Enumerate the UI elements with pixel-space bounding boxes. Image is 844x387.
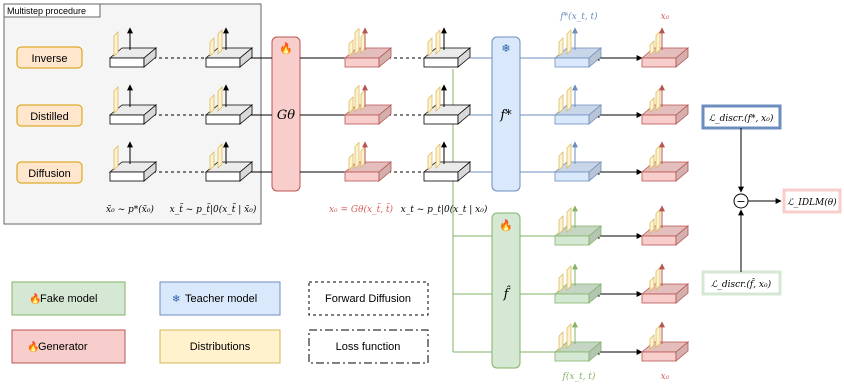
forward-noise-block-diffusion: [422, 141, 472, 182]
label-fake-output: f(x_t, t): [562, 371, 596, 382]
svg-text:ℒ_discr.(f*, x₀): ℒ_discr.(f*, x₀): [709, 113, 774, 124]
generated-block-inverse: [343, 27, 393, 68]
svg-text:Distributions: Distributions: [190, 341, 251, 353]
target-block-top-distilled: [640, 84, 690, 125]
label-generator-output: x₀ = Gθ(x_t̃, t̃): [329, 202, 394, 215]
generator-block: Gθ 🔥: [271, 36, 301, 192]
target-block-bottom-1: [640, 263, 690, 304]
sample-block-diffusion: [108, 141, 158, 182]
target-block-top-inverse: [640, 27, 690, 68]
generator-symbol: Gθ: [277, 108, 295, 123]
minus-node: −: [733, 193, 749, 209]
svg-text:Forward Diffusion: Forward Diffusion: [325, 293, 411, 305]
multistep-title: Multistep procedure: [7, 6, 86, 16]
svg-text:ℒ_IDLM(θ): ℒ_IDLM(θ): [787, 197, 837, 208]
label-xt-noise: x_t̃ ~ p_t̃|0(x_t̃ | x̃₀): [170, 202, 257, 215]
legend-distributions: Distributions: [159, 329, 281, 364]
sample-block-inverse: [108, 27, 158, 68]
label-teacher-output: f*(x_t, t): [559, 11, 598, 22]
legend-generator: 🔥 Generator: [11, 329, 126, 364]
fake-output-block-2: [553, 321, 603, 362]
sample-block-distilled: [108, 84, 158, 125]
row-label-inverse: Inverse: [16, 46, 83, 69]
row-label-distilled: Distilled: [16, 104, 83, 127]
svg-text:Inverse: Inverse: [31, 53, 67, 65]
svg-text:Generator: Generator: [38, 341, 88, 353]
teacher-output-block-diffusion: [553, 141, 603, 182]
label-x0-bottom: x₀: [661, 372, 670, 382]
svg-text:❄: ❄: [172, 294, 180, 305]
legend-fake-model: 🔥 Fake model: [11, 281, 126, 316]
label-x0-top: x₀: [661, 12, 670, 22]
legend-forward-diffusion: Forward Diffusion: [308, 281, 429, 316]
snowflake-icon: ❄: [501, 42, 510, 55]
legend-loss-function: Loss function: [308, 329, 429, 364]
svg-text:Diffusion: Diffusion: [28, 168, 71, 180]
svg-text:Loss function: Loss function: [336, 341, 401, 353]
noised-block-diffusion: [204, 141, 254, 182]
target-block-top-diffusion: [640, 141, 690, 182]
svg-text:Fake model: Fake model: [40, 293, 97, 305]
forward-noise-block-inverse: [422, 27, 472, 68]
row-label-diffusion: Diffusion: [16, 161, 83, 184]
svg-text:🔥: 🔥: [27, 340, 39, 353]
svg-text:−: −: [736, 195, 745, 208]
connections: [147, 55, 643, 355]
flame-icon: 🔥: [499, 219, 513, 232]
data-blocks: [108, 27, 690, 362]
fake-model-block: f̂ 🔥: [491, 212, 521, 369]
target-block-bottom-2: [640, 321, 690, 362]
teacher-block: f* ❄: [491, 36, 521, 192]
fake-symbol: f̂: [503, 285, 512, 302]
teacher-output-block-distilled: [553, 84, 603, 125]
teacher-symbol: f*: [499, 108, 512, 123]
flame-icon: 🔥: [279, 42, 293, 55]
legend-teacher-model: ❄ Teacher model: [159, 281, 281, 316]
loss-fake-box: ℒ_discr.(f̂, x₀): [701, 270, 782, 296]
loss-total-box: ℒ_IDLM(θ): [782, 188, 842, 214]
fake-output-block-0: [553, 205, 603, 246]
svg-text:Teacher model: Teacher model: [185, 293, 257, 305]
forward-noise-block-distilled: [422, 84, 472, 125]
noised-block-distilled: [204, 84, 254, 125]
svg-text:Distilled: Distilled: [30, 111, 69, 123]
label-forward-noise: x_t ~ p_t|0(x_t | x₀): [401, 204, 488, 215]
generated-block-distilled: [343, 84, 393, 125]
label-x0-prior: x̃₀ ~ p*(x̃₀): [106, 204, 154, 215]
teacher-output-block-inverse: [553, 27, 603, 68]
noised-block-inverse: [204, 27, 254, 68]
fake-output-block-1: [553, 263, 603, 304]
svg-text:🔥: 🔥: [29, 292, 41, 305]
target-block-bottom-0: [640, 205, 690, 246]
generated-block-diffusion: [343, 141, 393, 182]
loss-teacher-box: ℒ_discr.(f*, x₀): [701, 104, 782, 130]
svg-text:ℒ_discr.(f̂, x₀): ℒ_discr.(f̂, x₀): [711, 278, 772, 290]
